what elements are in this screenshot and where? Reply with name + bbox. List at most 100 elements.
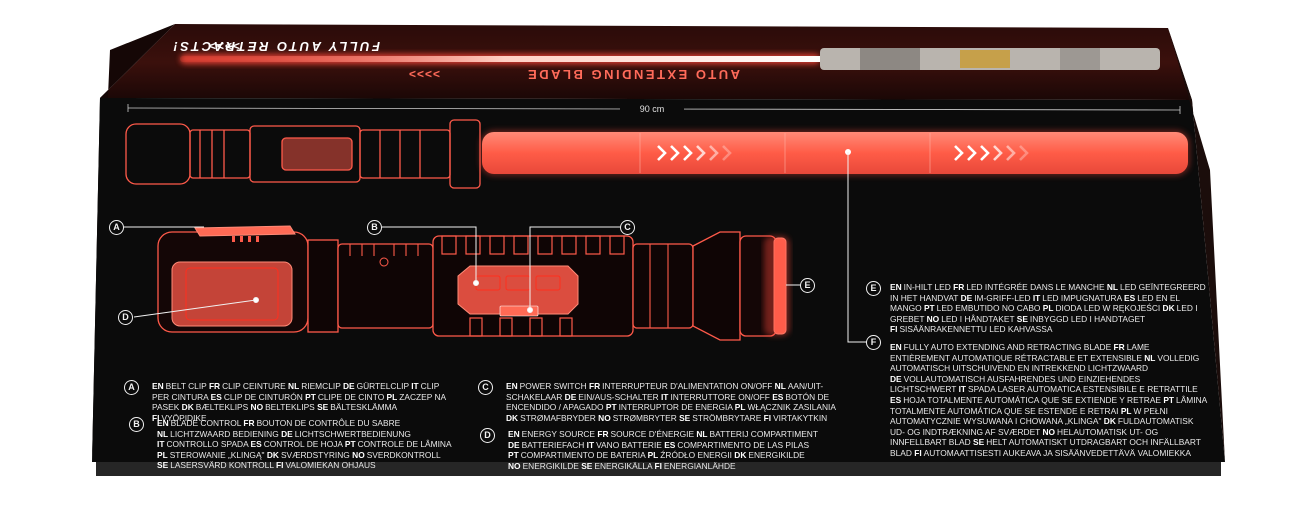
translation-text: VALOMIEKAN OHJAUS [285,460,376,471]
translation-text: VOLLEDIG AUTOMATISCH UITSCHUIVEND EN INT… [890,352,1200,374]
box-right-side [1168,28,1225,462]
translation-text: ZACZEP NA PASEK [152,391,446,413]
language-code: IT [660,391,669,402]
translation-text: W PEŁNI AUTOMATYCZNIE WYSUWANA I CHOWANA… [890,405,1168,427]
callout-badge-a: A [109,220,124,235]
translation-text: LICHTSCHWERTBEDIENUNG [294,428,411,439]
translation-text: FULLY AUTO EXTENDING AND RETRACTING BLAD… [903,342,1112,352]
translation-text: ŹRÓDŁO ENERGII [660,450,732,461]
callout-badge-e: E [800,278,815,293]
lid-texts: FULLY AUTO RETRACTS! >>>> AUTO EXTENDING… [171,39,740,82]
translation-text: COMPARTIMENTO DE LAS PILAS [677,439,810,450]
language-code: DK [1103,416,1116,427]
translation-text: VIRTAKYTKIN [773,412,828,423]
language-code: PL [1042,303,1054,314]
translation-text: POWER SWITCH [519,381,587,391]
language-code: PL [1120,405,1132,416]
language-code: FR [1113,342,1125,352]
translation-text: STRØMBRYTER [612,412,677,423]
language-code: SE [157,460,169,471]
translation-text: LED EN EL MANGO [890,292,1180,314]
language-code: FI [152,412,160,423]
language-code: EN [890,282,902,292]
language-code: SE [581,460,593,471]
translation-text: SISÄÄNRAKENNETTU LED KAHVASSA [899,324,1053,335]
legend-badge-b: B [129,417,144,432]
translation-text: LED INTÉGRÉE DANS LE MANCHE [966,282,1105,292]
language-code: FI [914,447,922,458]
language-code: DE [960,292,973,303]
translation-text: ENERGY SOURCE [521,429,596,439]
language-code: DK [734,450,747,461]
translation-text: HELAUTOMATISK UT- OG INNFELLBART BLAD [890,426,1159,448]
language-code: FR [588,381,601,391]
translation-text: LED GEÏNTEGREERD IN HET HANDVAT [890,282,1206,303]
translation-text: INTERRUTTORE ON/OFF [670,391,770,402]
callout-badge-c: C [620,220,635,235]
language-code: PT [605,402,617,413]
box-shadow [96,462,1221,476]
translation-text: INTERRUPTOR DE ENERGIA [618,402,733,413]
language-code: NL [1106,282,1119,292]
language-code: DE [508,439,520,450]
translation-text: ENERGIKILDE [748,450,805,461]
language-code: ES [210,391,222,402]
callout-badge-f: F [866,335,881,350]
translation-text: CLIP PER CINTURA [152,381,440,402]
language-code: DE [342,381,355,391]
lid-slogan-extending: AUTO EXTENDING BLADE [526,67,740,82]
translation-text: CONTROLLO SPADA [166,439,249,450]
translation-text: STRØMAFBRYDER [520,412,596,423]
lid-lightsaber [180,48,1160,70]
translation-text: COMPARTIMENTO DE BATERIA [520,450,646,461]
language-code: SE [973,437,985,448]
language-code: SE [317,402,329,413]
translation-text: BATTERIJ COMPARTIMENT [709,429,818,439]
lid-slogan-retracts: FULLY AUTO RETRACTS! [171,39,380,54]
language-code: PL [157,449,168,460]
hilt-closeup [157,225,790,341]
blade-chevrons [657,145,1029,161]
language-code: EN [152,381,164,391]
translation-text: AAN/UIT-SCHAKELAAR [506,381,824,402]
translation-text: BOTÓN DE ENCENDIDO / APAGADO [506,391,830,413]
belt-clip [194,225,296,237]
language-code: SE [679,412,691,423]
translation-text: IN-HILT LED [903,282,951,292]
translation-text: SVÆRDSTYRING [280,449,350,460]
top-hilt [125,119,481,189]
translation-text: STRÖMBRYTARE [692,412,762,423]
language-code: NO [508,460,521,471]
translation-text: BELTEKLIPS [265,402,315,413]
legend-badge-e: E [866,281,881,296]
translation-text: GÜRTELCLIP [356,381,409,391]
translation-text: HELT AUTOMATISKT UTDRAGBART OCH INFÄLLBA… [890,437,1201,458]
translation-text: BOUTON DE CONTRÔLE DU SABRE [256,418,401,428]
translation-text: LICHTZWAARD BEDIENING [170,428,279,439]
translation-text: LED I HÅNDTAKET [941,313,1015,324]
translation-text: LED I GREBET [890,303,1198,324]
translation-text: CONTROL DE HOJA [263,439,343,450]
language-code: IT [586,439,595,450]
language-code: FI [890,324,898,335]
translation-text: SVERDKONTROLL [366,449,441,460]
lightsaber-top-view [125,119,1190,189]
dimension-line: 90 cm [127,101,1181,115]
translation-text: SOURCE D'ÉNERGIE [610,429,695,439]
language-code: DK [266,449,279,460]
translation-text: BÆLTEKLIPS [195,402,249,413]
translation-text: EIN/AUS-SCHALTER [578,391,659,402]
language-code: NL [696,429,708,439]
translation-text: ENERGIKÄLLA [594,460,653,471]
language-code: EN [157,418,169,428]
translation-text: LÂMINA TOTALMENTE AUTOMÁTICA QUE SE ESTE… [890,394,1207,416]
translation-text: AUTOMAATTISESTI AUKEAVA JA SISÄÄNVEDETTÄ… [923,447,1191,458]
language-code: ES [664,439,676,450]
language-code: ES [890,394,902,405]
translation-text: RIEMCLIP [301,381,341,391]
language-code: DK [181,402,194,413]
language-code: FR [953,282,965,292]
